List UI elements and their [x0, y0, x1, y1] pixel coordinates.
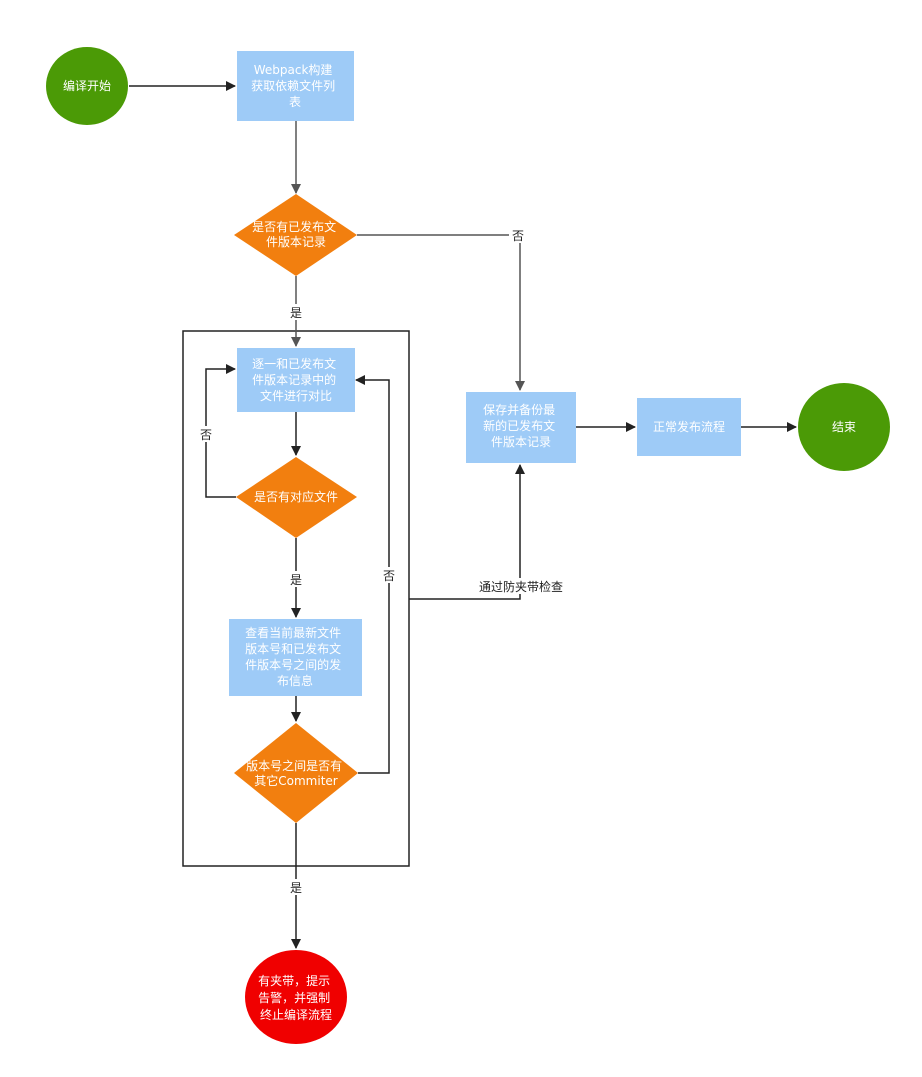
webpack-node: Webpack构建 获取依赖文件列 表	[237, 51, 354, 121]
has-record-label: 是否有已发布文 件版本记录	[252, 219, 340, 249]
publish-node: 正常发布流程	[637, 398, 741, 456]
save-node: 保存并备份最 新的已发布文 件版本记录	[466, 392, 576, 463]
edge-pass-check	[409, 464, 525, 600]
has-record-decision: 是否有已发布文 件版本记录	[234, 194, 357, 276]
end-label: 结束	[832, 420, 856, 434]
edge-has-record-no	[357, 234, 525, 391]
has-file-label: 是否有对应文件	[254, 489, 338, 504]
label-no-record: 否	[512, 229, 524, 243]
alert-node: 有夹带，提示 告警，并强制 终止编译流程	[245, 950, 347, 1044]
start-circle	[46, 47, 128, 125]
webpack-label: Webpack构建 获取依赖文件列 表	[251, 62, 339, 109]
label-pass-check: 通过防夹带检查	[479, 579, 563, 594]
webpack-box	[237, 51, 354, 121]
start-node: 编译开始	[46, 47, 128, 125]
has-commit-decision: 版本号之间是否有 其它Commiter	[234, 723, 358, 823]
has-commit-label: 版本号之间是否有 其它Commiter	[246, 759, 346, 788]
end-circle	[798, 383, 890, 471]
label-yes-file: 是	[290, 573, 302, 587]
view-info-label: 查看当前最新文件 版本号和已发布文 件版本号之间的发 布信息	[245, 625, 345, 688]
has-file-diamond	[236, 457, 357, 538]
start-label: 编译开始	[63, 78, 111, 93]
view-info-node: 查看当前最新文件 版本号和已发布文 件版本号之间的发 布信息	[229, 619, 362, 696]
compare-box	[237, 348, 355, 412]
has-record-diamond	[234, 194, 357, 276]
compare-node: 逐一和已发布文 件版本记录中的 文件进行对比	[237, 348, 355, 412]
edge-labels: 否 是 否 是 否 是 通过防夹带检查	[197, 227, 569, 895]
view-info-box	[229, 619, 362, 696]
label-yes-commit: 是	[290, 881, 302, 895]
save-label: 保存并备份最 新的已发布文 件版本记录	[483, 403, 559, 449]
save-box	[466, 392, 576, 463]
alert-circle	[245, 950, 347, 1044]
has-file-decision: 是否有对应文件	[236, 457, 357, 538]
label-yes-record: 是	[290, 306, 302, 320]
label-no-commit: 否	[383, 569, 395, 583]
compare-label: 逐一和已发布文 件版本记录中的 文件进行对比	[252, 356, 340, 403]
alert-label: 有夹带，提示 告警，并强制 终止编译流程	[258, 973, 334, 1022]
label-no-file: 否	[200, 428, 212, 442]
edges	[129, 81, 797, 949]
has-commit-diamond	[234, 723, 358, 823]
end-node: 结束	[798, 383, 890, 471]
publish-label: 正常发布流程	[653, 419, 725, 434]
publish-box	[637, 398, 741, 456]
